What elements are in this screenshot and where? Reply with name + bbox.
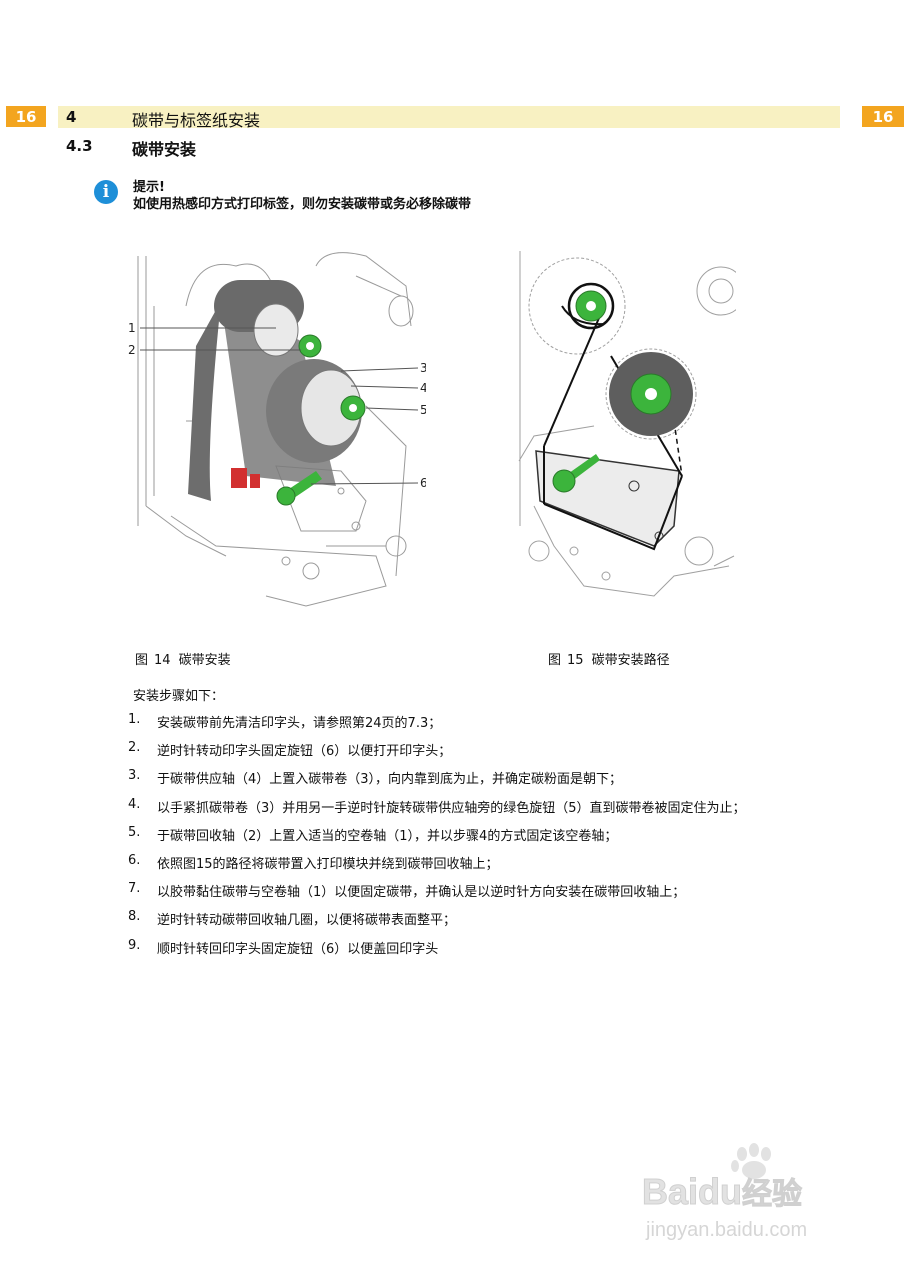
installation-steps: 1. 安装碳带前先清洁印字头，请参照第24页的7.3； 2. 逆时针转动印字头固定旋… (128, 712, 746, 966)
svg-text:Baidu经验: Baidu经验 (642, 1171, 802, 1212)
watermark-url: jingyan.baidu.com (645, 1219, 807, 1241)
step-number: 6. (128, 852, 141, 868)
callout-3: 3 (420, 361, 426, 375)
step-number: 2. (128, 740, 141, 756)
step-text: 顺时针转回印字头固定旋钮（6）以便盖回印字头 (157, 941, 439, 957)
step-text: 逆时针转动碳带回收轴几圈，以便将碳带表面整平； (157, 913, 457, 929)
steps-intro: 安装步骤如下： (133, 689, 225, 704)
step-item: 8. 逆时针转动碳带回收轴几圈，以便将碳带表面整平； (128, 909, 746, 937)
section-title: 碳带安装 (132, 140, 197, 159)
figure-ribbon-path (514, 246, 736, 618)
step-text: 于碳带回收轴（2）上置入适当的空卷轴（1），并以步骤4的方式固定该空卷轴； (157, 828, 618, 844)
info-icon: i (94, 180, 118, 204)
caption-label: 图 (548, 653, 562, 668)
caption-text: 碳带安装 (178, 653, 231, 668)
page-number-right: 16 (862, 106, 904, 127)
caption-figure-14: 图 14 碳带安装 (135, 649, 231, 668)
step-text: 于碳带供应轴（4）上置入碳带卷（3），向内靠到底为止，并确定碳粉面是朝下； (157, 772, 623, 788)
chapter-header-bar: 4 碳带与标签纸安装 (58, 106, 840, 130)
step-text: 依照图15的路径将碳带置入打印模块并绕到碳带回收轴上； (157, 856, 499, 872)
watermark-brand: Baidu (642, 1171, 742, 1212)
step-item: 3. 于碳带供应轴（4）上置入碳带卷（3），向内靠到底为止，并确定碳粉面是朝下； (128, 768, 746, 796)
caption-number: 14 (154, 653, 171, 668)
step-number: 8. (128, 909, 141, 925)
caption-label: 图 (135, 653, 149, 668)
watermark-brand-suffix: 经验 (742, 1177, 802, 1211)
step-item: 1. 安装碳带前先清洁印字头，请参照第24页的7.3； (128, 712, 746, 740)
ribbon-installation-illustration: 1 2 3 4 5 6 (128, 252, 426, 607)
step-item: 2. 逆时针转动印字头固定旋钮（6）以便打开印字头； (128, 740, 746, 768)
step-number: 9. (128, 937, 141, 953)
step-number: 7. (128, 881, 141, 897)
callout-1: 1 (128, 321, 136, 335)
figure-ribbon-installation: 1 2 3 4 5 6 (126, 246, 426, 618)
step-number: 5. (128, 824, 141, 840)
step-text: 安装碳带前先清洁印字头，请参照第24页的7.3； (157, 716, 442, 731)
step-number: 1. (128, 712, 141, 727)
callout-5: 5 (420, 403, 426, 417)
step-text: 以胶带黏住碳带与空卷轴（1）以便固定碳带，并确认是以逆时针方向安装在碳带回收轴上… (157, 885, 686, 901)
chapter-title: 碳带与标签纸安装 (132, 111, 261, 130)
step-text: 逆时针转动印字头固定旋钮（6）以便打开印字头； (157, 744, 452, 760)
step-number: 4. (128, 796, 141, 812)
caption-number: 15 (567, 653, 584, 668)
caption-figure-15: 图 15 碳带安装路径 (548, 649, 670, 668)
step-item: 9. 顺时针转回印字头固定旋钮（6）以便盖回印字头 (128, 938, 746, 966)
callout-2: 2 (128, 343, 136, 357)
section-number: 4.3 (66, 137, 93, 155)
caption-text: 碳带安装路径 (591, 653, 670, 668)
callout-6: 6 (420, 476, 426, 490)
step-item: 5. 于碳带回收轴（2）上置入适当的空卷轴（1），并以步骤4的方式固定该空卷轴； (128, 825, 746, 853)
step-item: 4. 以手紧抓碳带卷（3）并用另一手逆时针旋转碳带供应轴旁的绿色旋钮（5）直到碳带… (128, 797, 746, 825)
step-item: 6. 依照图15的路径将碳带置入打印模块并绕到碳带回收轴上； (128, 853, 746, 881)
note-heading: 提示! (133, 180, 165, 195)
ribbon-path-illustration (518, 251, 736, 597)
chapter-number: 4 (66, 108, 77, 126)
note-text: 如使用热感印方式打印标签，则勿安装碳带或务必移除碳带 (133, 197, 472, 212)
step-number: 3. (128, 768, 141, 784)
baidu-jingyan-watermark: Baidu经验 jingyan.baidu.com (640, 1140, 860, 1250)
page-number-left: 16 (6, 106, 46, 127)
step-text: 以手紧抓碳带卷（3）并用另一手逆时针旋转碳带供应轴旁的绿色旋钮（5）直到碳带卷被… (157, 800, 746, 816)
callout-4: 4 (420, 381, 426, 395)
step-item: 7. 以胶带黏住碳带与空卷轴（1）以便固定碳带，并确认是以逆时针方向安装在碳带回收… (128, 881, 746, 909)
